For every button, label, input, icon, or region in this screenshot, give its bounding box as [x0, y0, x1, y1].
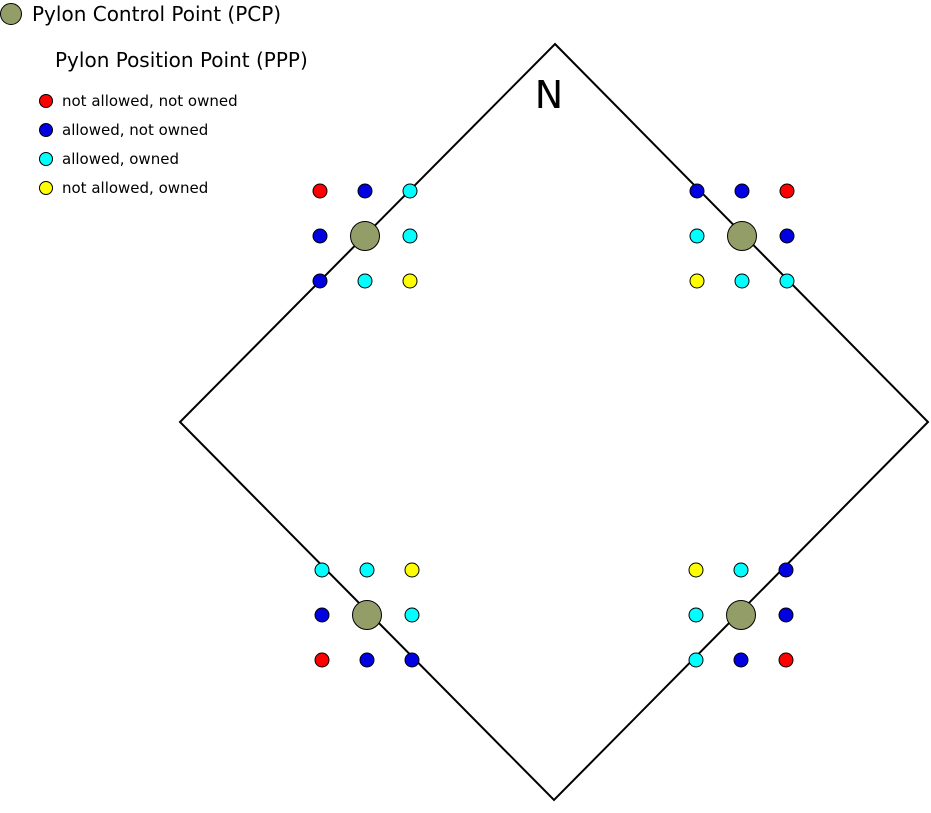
ppp-marker-blue	[779, 228, 795, 244]
legend-ppp-title: Pylon Position Point (PPP)	[55, 48, 308, 72]
ppp-marker-yellow	[402, 273, 418, 289]
ppp-marker-cyan	[689, 228, 705, 244]
legend-item-label: allowed, not owned	[62, 120, 209, 139]
legend-items: not allowed, not owned allowed, not owned…	[39, 86, 238, 202]
ppp-marker-cyan	[688, 652, 704, 668]
blue-dot-icon	[39, 122, 53, 137]
legend-item-label: not allowed, owned	[62, 178, 209, 197]
ppp-marker-blue	[733, 652, 749, 668]
ppp-marker-yellow	[404, 562, 420, 578]
pcp-swatch-icon	[0, 3, 22, 25]
legend-item: allowed, not owned	[39, 115, 238, 144]
ppp-marker-blue	[312, 273, 328, 289]
ppp-marker-blue	[357, 183, 373, 199]
ppp-marker-blue	[689, 183, 705, 199]
ppp-marker-red	[779, 183, 795, 199]
legend-pcp-label: Pylon Control Point (PCP)	[32, 2, 282, 26]
ppp-marker-cyan	[402, 183, 418, 199]
legend-item: allowed, owned	[39, 144, 238, 173]
pcp-marker-northeast	[727, 221, 757, 251]
pcp-marker-northwest	[350, 221, 380, 251]
ppp-marker-blue	[778, 607, 794, 623]
ppp-marker-cyan	[404, 607, 420, 623]
pcp-marker-southwest	[352, 600, 382, 630]
ppp-marker-blue	[314, 607, 330, 623]
yellow-dot-icon	[39, 180, 53, 195]
ppp-marker-blue	[359, 652, 375, 668]
legend-item-label: allowed, owned	[62, 149, 179, 168]
ppp-marker-blue	[312, 228, 328, 244]
ppp-marker-cyan	[357, 273, 373, 289]
ppp-marker-blue	[734, 183, 750, 199]
legend-pcp-row: Pylon Control Point (PCP)	[0, 2, 281, 26]
ppp-marker-cyan	[402, 228, 418, 244]
ppp-marker-cyan	[733, 562, 749, 578]
ppp-marker-cyan	[314, 562, 330, 578]
ppp-marker-cyan	[688, 607, 704, 623]
north-label: N	[535, 73, 563, 117]
legend-item: not allowed, owned	[39, 173, 238, 202]
legend-item-label: not allowed, not owned	[62, 91, 238, 110]
cyan-dot-icon	[39, 151, 53, 166]
ppp-marker-yellow	[689, 273, 705, 289]
ppp-marker-red	[778, 652, 794, 668]
ppp-marker-red	[314, 652, 330, 668]
ppp-marker-cyan	[734, 273, 750, 289]
ppp-marker-blue	[404, 652, 420, 668]
ppp-marker-yellow	[688, 562, 704, 578]
red-dot-icon	[39, 93, 53, 108]
ppp-marker-cyan	[779, 273, 795, 289]
legend-item: not allowed, not owned	[39, 86, 238, 115]
ppp-marker-blue	[778, 562, 794, 578]
ppp-marker-cyan	[359, 562, 375, 578]
pcp-marker-southeast	[726, 600, 756, 630]
course-outline	[178, 42, 930, 802]
ppp-marker-red	[312, 183, 328, 199]
